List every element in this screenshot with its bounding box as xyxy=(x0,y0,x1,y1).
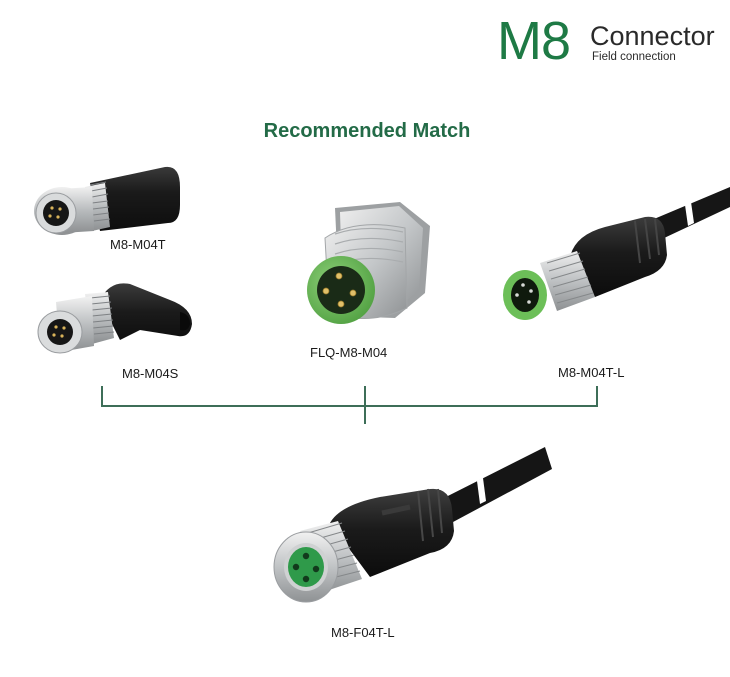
product-category-title: Connector xyxy=(590,21,715,51)
product-m8-f04t-l: M8-F04T-L xyxy=(270,445,560,645)
product-m8-m04t-l: M8-M04T-L xyxy=(495,185,730,385)
m8-male-cable-connector-image xyxy=(503,187,730,320)
bracket-horizontal-line xyxy=(101,405,598,407)
product-label: M8-F04T-L xyxy=(331,625,395,640)
product-category-subtitle: Field connection xyxy=(592,51,676,63)
product-m8-m04t: M8-M04T xyxy=(30,165,210,260)
section-title: Recommended Match xyxy=(263,120,471,142)
m8-angled-male-connector-image xyxy=(37,283,192,354)
product-label: M8-M04T-L xyxy=(558,365,625,380)
product-flq-m8-m04: FLQ-M8-M04 xyxy=(295,198,445,368)
m8-panel-mount-connector-image xyxy=(307,202,430,324)
bracket-right-tick xyxy=(596,386,598,407)
bracket-left-tick xyxy=(101,386,103,407)
product-label: M8-M04S xyxy=(122,366,179,381)
m8-straight-male-connector-image xyxy=(34,166,180,235)
series-name: M8 xyxy=(497,11,571,71)
m8-female-cable-connector-image xyxy=(273,447,552,603)
product-label: M8-M04T xyxy=(110,237,166,252)
product-m8-m04s: M8-M04S xyxy=(30,280,210,381)
bracket-center-stem xyxy=(364,386,366,424)
product-label: FLQ-M8-M04 xyxy=(310,345,388,360)
